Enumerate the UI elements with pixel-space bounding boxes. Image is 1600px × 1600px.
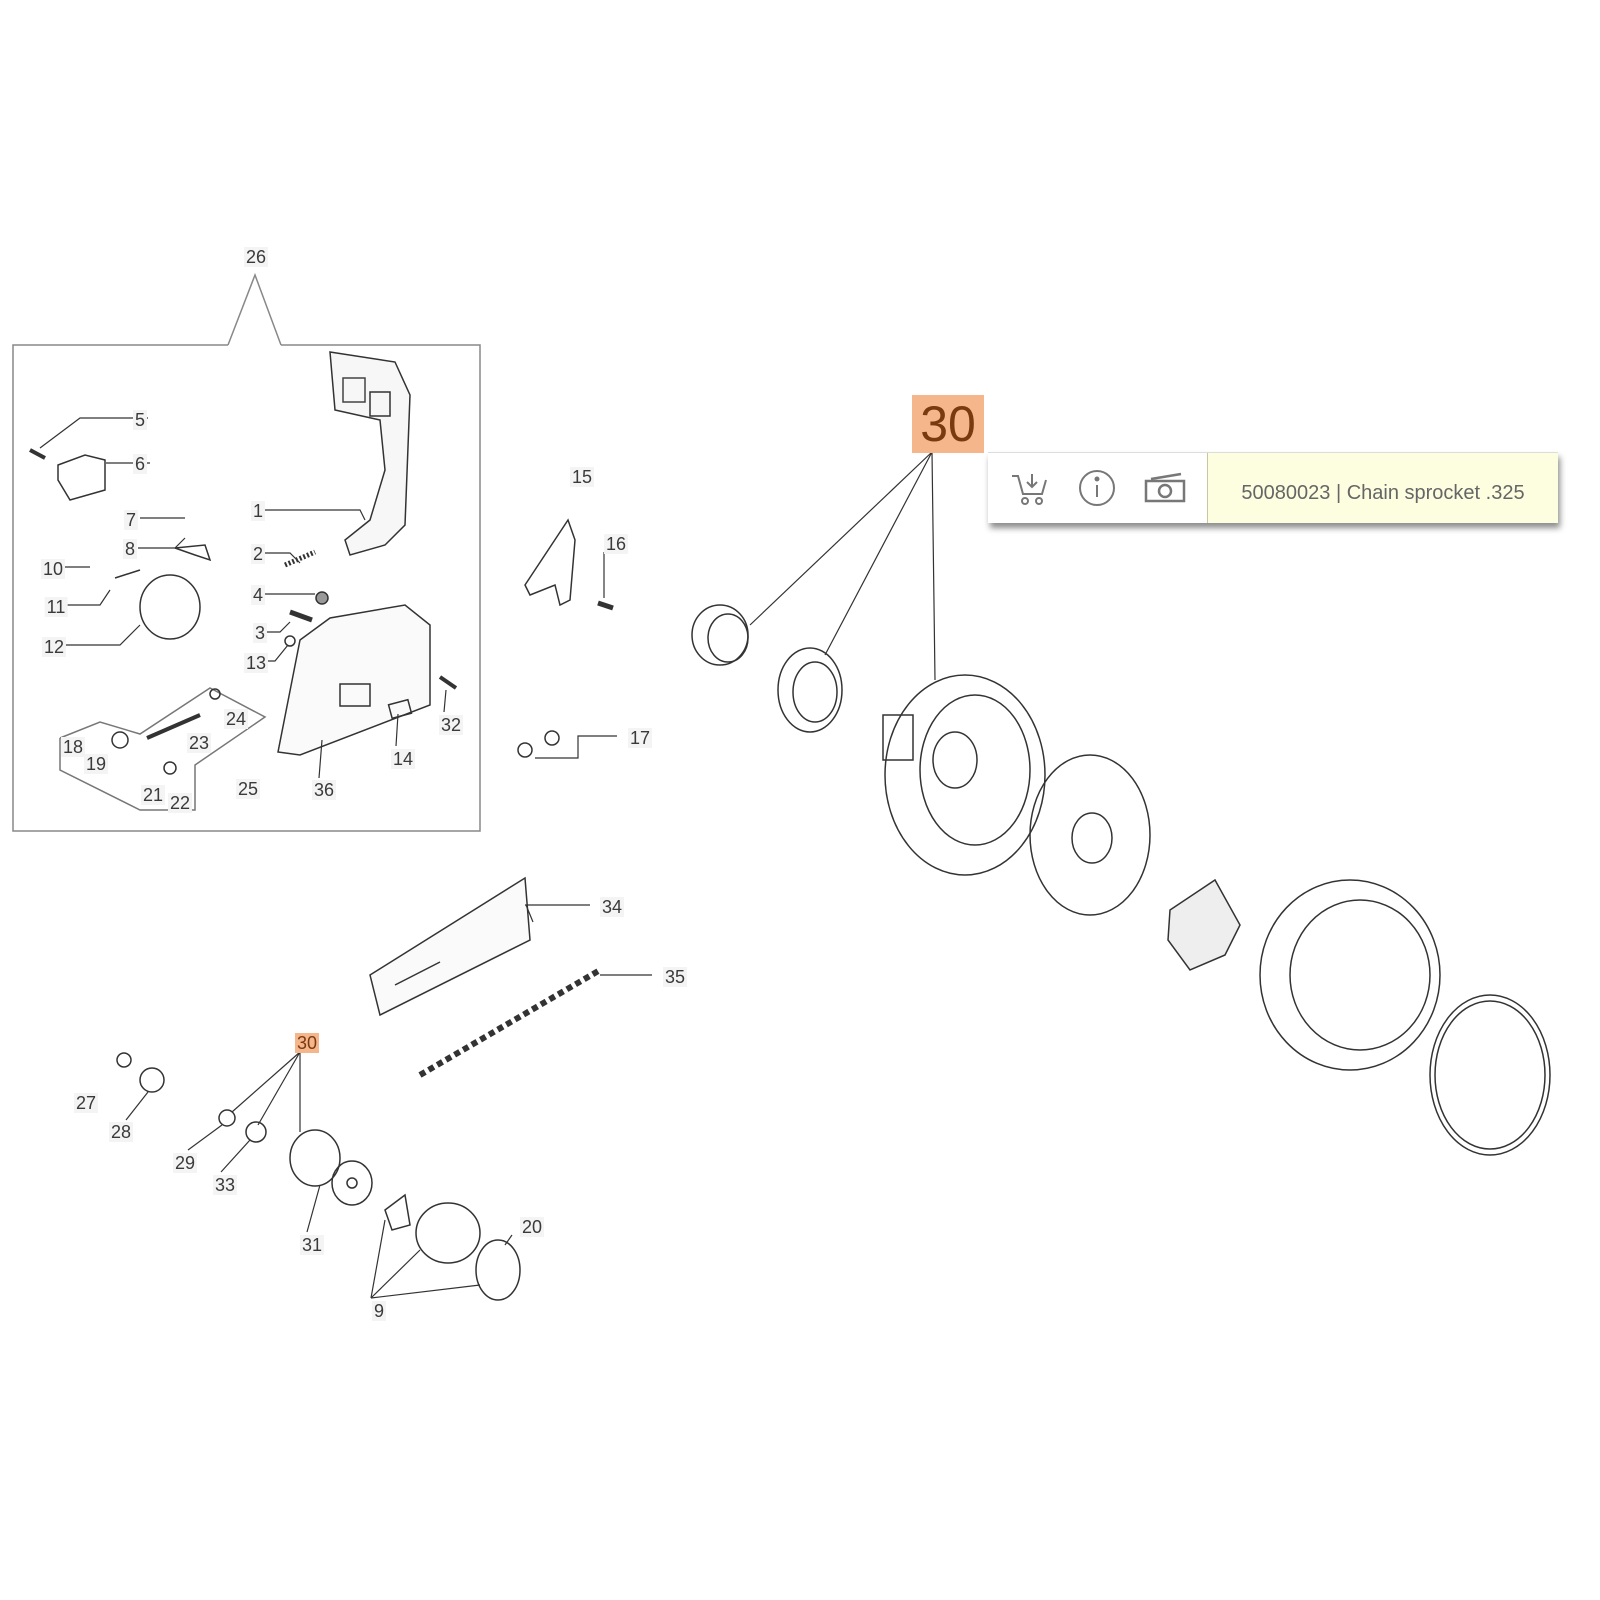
callout-16[interactable]: 16: [603, 534, 629, 554]
add-to-cart-icon[interactable]: [1008, 466, 1052, 510]
callout-30-small[interactable]: 30: [294, 1033, 320, 1053]
callout-31[interactable]: 31: [299, 1235, 325, 1255]
part-20-spring: [1429, 994, 1551, 1156]
callout-15[interactable]: 15: [569, 467, 595, 487]
part-30-needle-bearing: [691, 604, 749, 666]
callout-2[interactable]: 2: [250, 544, 266, 564]
callout-6[interactable]: 6: [132, 454, 148, 474]
info-icon[interactable]: [1075, 466, 1119, 510]
callout-17[interactable]: 17: [627, 728, 653, 748]
part-35-chain: [418, 967, 602, 1078]
part-34-guide-bar: [369, 876, 531, 1017]
part-12-brake-band: [139, 574, 201, 640]
callout-9[interactable]: 9: [371, 1301, 387, 1321]
part-36-clutch-cover: [277, 604, 431, 756]
callout-13[interactable]: 13: [243, 653, 269, 673]
part-1-handle: [329, 351, 411, 556]
callout-14[interactable]: 14: [390, 749, 416, 769]
callout-36[interactable]: 36: [311, 780, 337, 800]
callout-23[interactable]: 23: [186, 733, 212, 753]
group-26-outline: [12, 272, 481, 832]
callout-26[interactable]: 26: [243, 247, 269, 267]
callout-28[interactable]: 28: [108, 1122, 134, 1142]
callout-29[interactable]: 29: [172, 1153, 198, 1173]
callout-22[interactable]: 22: [167, 793, 193, 813]
callout-18[interactable]: 18: [60, 737, 86, 757]
callout-33[interactable]: 33: [212, 1175, 238, 1195]
part-15-plate: [524, 518, 576, 607]
part-6-bracket: [57, 454, 106, 501]
clutch-carrier: [1167, 878, 1241, 971]
group-25-outline: [59, 687, 267, 811]
callout-19[interactable]: 19: [83, 754, 109, 774]
part-30-clutch-drum: [882, 674, 1046, 876]
callout-12[interactable]: 12: [41, 637, 67, 657]
callout-30-highlighted[interactable]: 30: [912, 395, 984, 453]
callout-32[interactable]: 32: [438, 715, 464, 735]
tooltip-actions: [988, 453, 1208, 523]
callout-35[interactable]: 35: [662, 967, 688, 987]
callout-3[interactable]: 3: [252, 623, 268, 643]
callout-21[interactable]: 21: [140, 785, 166, 805]
callout-27[interactable]: 27: [73, 1093, 99, 1113]
part-9-clutch-shoes: [1259, 879, 1441, 1071]
callout-5[interactable]: 5: [132, 410, 148, 430]
part-33-rim-sprocket: [777, 647, 843, 733]
callout-24[interactable]: 24: [223, 709, 249, 729]
callout-7[interactable]: 7: [123, 510, 139, 530]
callout-11[interactable]: 11: [44, 597, 68, 617]
part-tooltip: 50080023 | Chain sprocket .325: [988, 452, 1558, 523]
tooltip-part-description: 50080023 | Chain sprocket .325: [1208, 453, 1558, 523]
callout-1[interactable]: 1: [250, 501, 266, 521]
callout-4[interactable]: 4: [250, 585, 266, 605]
callout-25[interactable]: 25: [235, 779, 261, 799]
callout-20[interactable]: 20: [519, 1217, 545, 1237]
price-icon[interactable]: [1143, 466, 1187, 510]
callout-10[interactable]: 10: [40, 559, 66, 579]
callout-34[interactable]: 34: [599, 897, 625, 917]
callout-8[interactable]: 8: [122, 539, 138, 559]
part-31-washer: [1029, 754, 1151, 916]
